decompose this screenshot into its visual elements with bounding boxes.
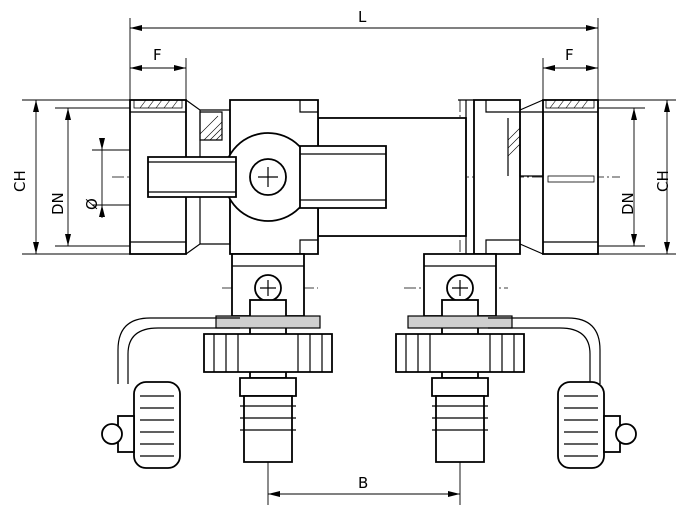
label-DN-left: DN bbox=[49, 192, 67, 215]
right-nut bbox=[507, 99, 599, 255]
main-ball-valve bbox=[147, 132, 387, 222]
dimension-CH-right: CH bbox=[598, 99, 676, 255]
label-F-right: F bbox=[565, 46, 574, 64]
label-CH-left: CH bbox=[11, 170, 29, 192]
dimension-bore: Ø bbox=[83, 138, 144, 218]
dimension-L: L bbox=[129, 8, 599, 100]
dimension-DN-left: DN bbox=[49, 107, 130, 247]
dimension-DN-right: DN bbox=[598, 107, 645, 247]
label-L: L bbox=[358, 8, 367, 26]
label-CH-right: CH bbox=[654, 170, 672, 192]
left-handwheel bbox=[101, 317, 240, 469]
dimension-CH-left: CH bbox=[11, 99, 130, 255]
dimension-F-right: F bbox=[542, 46, 598, 100]
label-F-left: F bbox=[153, 46, 162, 64]
label-bore: Ø bbox=[83, 198, 101, 210]
dimension-F-left: F bbox=[130, 46, 187, 100]
right-outlet bbox=[395, 253, 525, 463]
dimension-B: B bbox=[267, 440, 461, 505]
label-B: B bbox=[358, 474, 368, 492]
right-handwheel bbox=[488, 317, 637, 469]
left-outlet bbox=[203, 253, 333, 463]
label-DN-right: DN bbox=[619, 192, 637, 215]
